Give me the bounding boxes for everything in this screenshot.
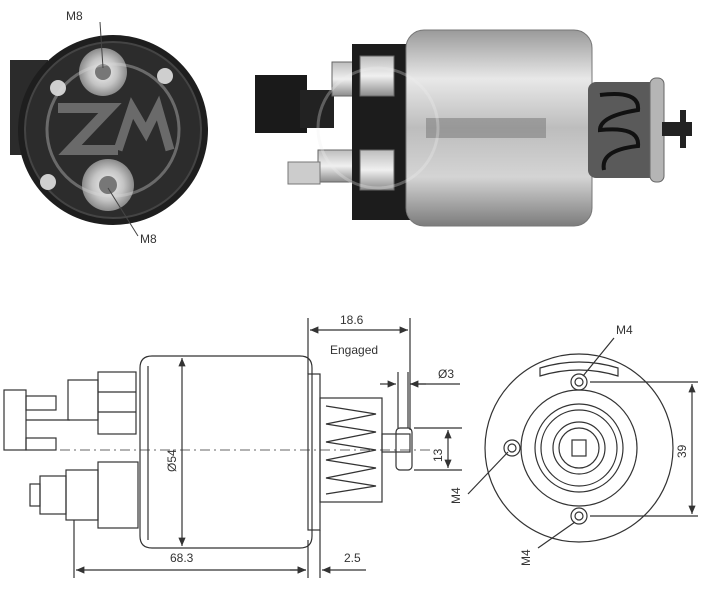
mount-hole-left xyxy=(503,439,521,457)
terminal-block-top xyxy=(97,371,137,435)
photo-side-view xyxy=(255,29,692,227)
end-view-outer-circle xyxy=(484,353,674,543)
m4-bottom-label: M4 xyxy=(519,549,533,566)
m4-left-leader xyxy=(467,451,509,495)
engaged-value: 18.6 xyxy=(340,313,364,327)
connector-housing xyxy=(255,75,307,133)
mount-hole-bottom xyxy=(570,507,588,525)
flange-offset-label: 2.5 xyxy=(344,551,361,565)
terminal-block-bottom xyxy=(97,461,139,529)
plunger-head xyxy=(395,427,413,471)
pin-diameter-label: Ø3 xyxy=(438,367,454,381)
drawing-side-view xyxy=(3,318,462,578)
blade-connector xyxy=(3,389,27,451)
overall-length-label: 68.3 xyxy=(170,551,194,565)
flange xyxy=(307,373,321,531)
body-diameter-label: Ø54 xyxy=(165,449,179,472)
drawing-end-labels: M4 M4 M4 39 xyxy=(449,323,689,566)
plunger-pin xyxy=(662,122,692,136)
terminal-nut-top xyxy=(359,55,395,97)
drawing-side-labels: 18.6 Engaged Ø3 Ø54 13 68.3 2.5 xyxy=(165,313,454,565)
m8-top-label: M8 xyxy=(66,9,83,23)
m4-left-label: M4 xyxy=(449,487,463,504)
photo-end-view: M8 M8 xyxy=(10,9,208,246)
m8-top-leader xyxy=(99,21,104,69)
engaged-caption: Engaged xyxy=(330,343,378,357)
end-view-mid-circle xyxy=(520,389,638,507)
terminal-nut-bottom xyxy=(359,149,395,191)
m4-bottom-leader xyxy=(537,521,576,549)
m4-top-leader xyxy=(582,337,615,377)
mount-hole-top xyxy=(570,373,588,391)
hole-spacing-label: 39 xyxy=(675,444,689,458)
m8-bottom-leader xyxy=(107,187,139,237)
zm-watermark-logo xyxy=(45,62,181,198)
drawing-end-view xyxy=(467,337,698,549)
m4-top-label: M4 xyxy=(616,323,633,337)
body-outline xyxy=(139,355,313,549)
plunger-height-label: 13 xyxy=(431,448,445,462)
m8-bottom-label: M8 xyxy=(140,232,157,246)
